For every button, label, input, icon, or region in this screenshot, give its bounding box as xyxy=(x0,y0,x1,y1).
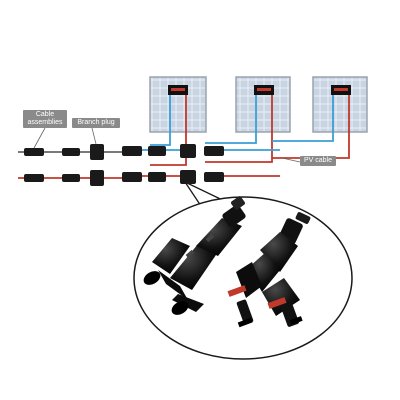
y-branch-connector-icon xyxy=(180,170,196,184)
mc4-connector-icon xyxy=(122,172,142,182)
mc4-connector-icon xyxy=(122,146,142,156)
y-branch-connector-icon xyxy=(180,144,196,158)
cable-assemblies-label: Cable assemblies xyxy=(23,110,67,128)
y-branch-connector-large xyxy=(143,196,246,315)
mc4-connector-icon xyxy=(24,174,44,182)
pv-cable-label: PV cable xyxy=(300,156,336,166)
solar-panel-2 xyxy=(235,76,291,133)
panel-drop-wires xyxy=(150,95,350,166)
y-branch-connector-large xyxy=(227,212,311,328)
solar-panel-3 xyxy=(312,76,368,133)
mc4-connector-icon xyxy=(204,146,224,156)
branch-plug-label: Branch plug xyxy=(72,118,120,128)
y-branch-connector-icon xyxy=(90,170,104,186)
connectors-lower-row xyxy=(24,170,224,186)
mc4-connector-icon xyxy=(62,174,80,182)
mc4-connector-icon xyxy=(148,172,166,182)
callout-lines xyxy=(33,127,301,163)
y-branch-connector-icon xyxy=(90,144,104,160)
mc4-connector-icon xyxy=(148,146,166,156)
mc4-connector-icon xyxy=(24,148,44,156)
solar-panel-1 xyxy=(149,76,207,133)
connectors-upper-row xyxy=(24,144,224,160)
mc4-connector-icon xyxy=(204,172,224,182)
mc4-connector-icon xyxy=(62,148,80,156)
